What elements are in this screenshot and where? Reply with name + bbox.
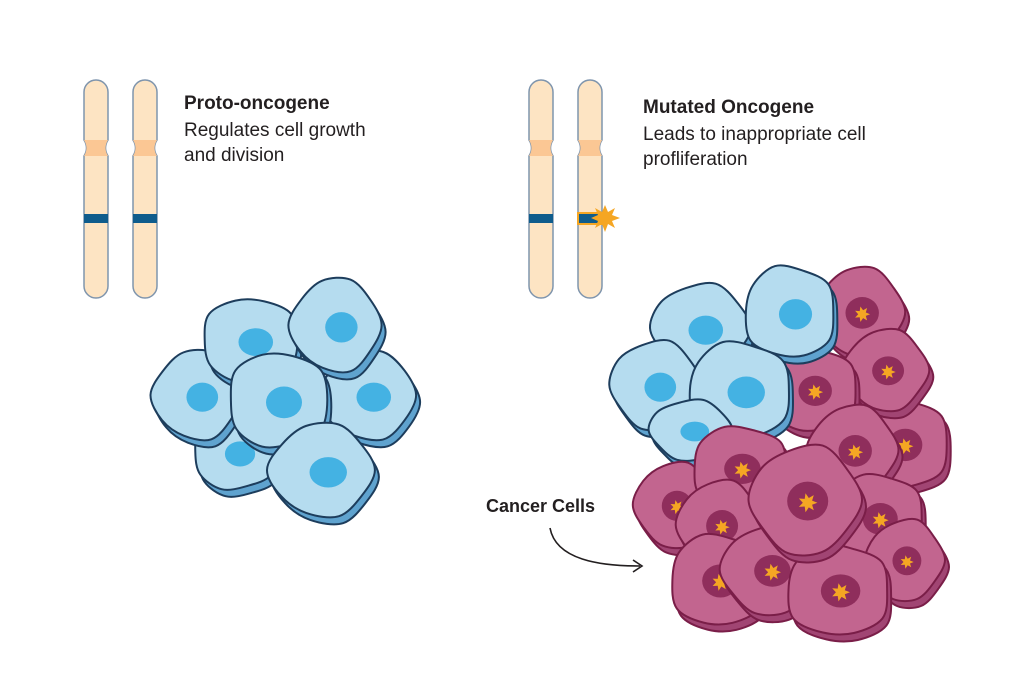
proto-oncogene-chromosome-left <box>83 79 109 299</box>
cancer-cells-arrow <box>549 527 644 573</box>
mutation-star-icon <box>881 364 896 380</box>
oncogene-chromosome-mutated <box>577 79 620 299</box>
mutation-star-icon <box>832 583 850 602</box>
cancer-cell-cluster <box>608 264 952 643</box>
oncogene-chromosome-left <box>528 79 554 299</box>
nucleus <box>727 376 765 409</box>
normal-cell <box>287 276 387 381</box>
nucleus <box>238 328 274 356</box>
nucleus <box>688 315 724 345</box>
nucleus <box>680 421 710 442</box>
nucleus <box>356 382 392 412</box>
mutation-star-icon <box>734 461 751 479</box>
cancer-cell <box>787 542 893 643</box>
cancer-cell <box>747 443 868 564</box>
mutation-star-icon <box>764 563 781 581</box>
mutation-star-icon <box>900 555 914 569</box>
mutation-star-icon <box>872 512 889 529</box>
mutation-star-icon <box>591 205 620 232</box>
proto-oncogene-title: Proto-oncogene <box>184 93 330 114</box>
proto-oncogene-chromosome-right <box>132 79 158 299</box>
mutation-star-icon <box>855 306 871 322</box>
mutation-star-icon <box>808 384 824 400</box>
nucleus <box>778 299 813 330</box>
proto-oncogene-description-line1: Regulates cell growth <box>184 120 366 141</box>
cancer-cell <box>840 327 935 420</box>
mutated-oncogene-description-line2: profliferation <box>643 149 748 170</box>
nucleus <box>266 386 302 419</box>
mutation-star-icon <box>898 438 914 455</box>
mutated-oncogene-title: Mutated Oncogene <box>643 97 815 118</box>
nucleus <box>224 441 256 467</box>
nucleus <box>325 312 358 343</box>
cancer-cells-label: Cancer Cells <box>486 496 596 516</box>
mutation-star-icon <box>798 493 818 513</box>
nucleus <box>186 382 219 412</box>
normal-cell <box>744 264 839 365</box>
mutation-star-icon <box>715 519 730 535</box>
normal-cell-cluster <box>149 276 422 526</box>
mutation-star-icon <box>848 444 864 460</box>
normal-cell <box>265 421 380 526</box>
nucleus <box>644 372 677 402</box>
nucleus <box>309 457 347 488</box>
proto-oncogene-description-line2: and division <box>184 145 285 166</box>
mutated-oncogene-description-line1: Leads to inappropriate cell <box>643 124 866 145</box>
